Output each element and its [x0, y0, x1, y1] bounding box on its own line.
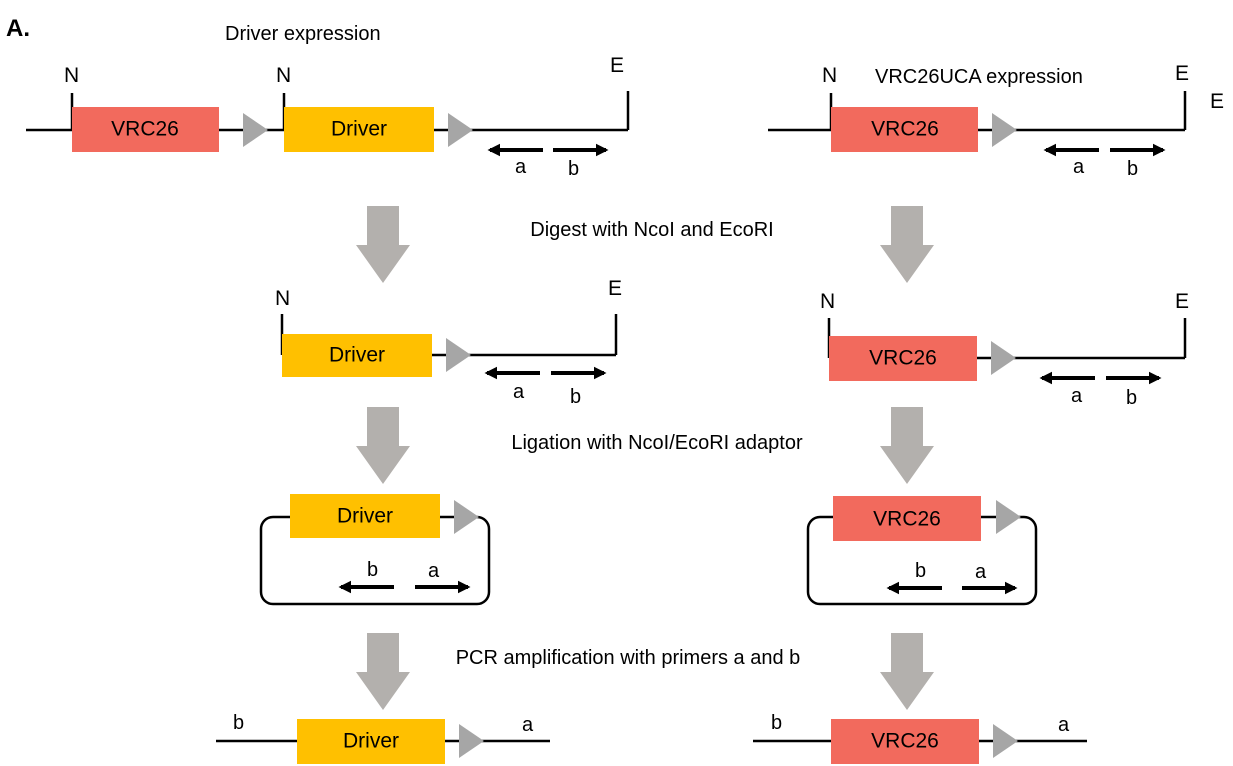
vrc26-gene-label: VRC26 — [111, 118, 179, 141]
uca-expression-title: VRC26UCA expression — [875, 66, 1083, 88]
driver-gene-box — [290, 494, 440, 538]
primer-b-label: b — [1127, 158, 1138, 180]
vrc26-gene-box — [829, 336, 977, 381]
driver-digested-fragment: N E Driver a b — [275, 277, 622, 408]
uca-digested-fragment: N E VRC26 a b — [820, 290, 1189, 409]
primer-a-label: a — [1058, 714, 1070, 736]
primer-b-label: b — [1126, 387, 1137, 409]
primer-a-label: a — [1071, 385, 1083, 407]
primer-a-label: a — [513, 381, 525, 403]
driver-expression-construct: N N E VRC26 Driver a b — [26, 54, 630, 180]
ncoi-site-label: N — [276, 64, 291, 87]
primer-a-label: a — [515, 156, 527, 178]
ncoi-site-label: N — [822, 64, 837, 87]
ecori-site-label: E — [610, 54, 624, 77]
primer-b-label: b — [367, 559, 378, 581]
promoter-triangle — [459, 724, 484, 758]
uca-expression-construct: N E E VRC26 a b — [768, 62, 1224, 180]
promoter-triangle — [448, 113, 473, 147]
ncoi-site-label: N — [275, 287, 290, 310]
flow-down-arrow — [880, 633, 934, 710]
promoter-triangle — [992, 113, 1017, 147]
ecori-site-label: E — [1175, 290, 1189, 313]
driver-gene-box — [282, 334, 432, 377]
promoter-triangle — [454, 500, 479, 534]
primer-b-label: b — [233, 712, 244, 734]
promoter-triangle — [996, 500, 1021, 534]
flow-down-arrow — [880, 206, 934, 283]
vrc26-gene-label: VRC26 — [871, 118, 939, 141]
vrc26-gene-box — [831, 719, 979, 764]
driver-gene-box — [284, 107, 434, 152]
uca-circular-construct: VRC26 b a — [806, 496, 1038, 606]
driver-gene-box — [297, 719, 445, 764]
promoter-triangle — [243, 113, 268, 147]
step-pcr-label: PCR amplification with primers a and b — [456, 647, 801, 669]
primer-a-label: a — [522, 714, 534, 736]
vrc26-gene-box — [72, 107, 219, 152]
step-digest-label: Digest with NcoI and EcoRI — [530, 219, 773, 241]
flow-down-arrow — [356, 407, 410, 484]
flow-down-arrow — [880, 407, 934, 484]
vrc26-gene-label: VRC26 — [873, 508, 941, 531]
ncoi-site-label: N — [820, 290, 835, 313]
flow-down-arrow — [356, 633, 410, 710]
uca-pcr-product: VRC26 b a — [753, 712, 1087, 764]
primer-a-label: a — [428, 560, 440, 582]
ncoi-site-label: N — [64, 64, 79, 87]
driver-gene-label: Driver — [331, 118, 387, 141]
ecori-site-label: E — [608, 277, 622, 300]
primer-b-label: b — [771, 712, 782, 734]
primer-a-label: a — [975, 561, 987, 583]
vrc26-gene-box — [831, 107, 978, 152]
driver-gene-label: Driver — [329, 344, 385, 367]
promoter-triangle — [991, 341, 1016, 375]
promoter-triangle — [993, 724, 1018, 758]
vrc26-gene-label: VRC26 — [871, 730, 939, 753]
driver-circular-construct: Driver b a — [259, 494, 491, 606]
driver-gene-label: Driver — [343, 730, 399, 753]
primer-b-label: b — [568, 158, 579, 180]
driver-gene-label: Driver — [337, 505, 393, 528]
promoter-triangle — [446, 338, 471, 372]
driver-expression-title: Driver expression — [225, 23, 381, 45]
driver-pcr-product: Driver b a — [216, 712, 550, 764]
vrc26-gene-label: VRC26 — [869, 347, 937, 370]
ecori-site-label: E — [1175, 62, 1189, 85]
flow-down-arrow — [356, 206, 410, 283]
primer-b-label: b — [915, 560, 926, 582]
vrc26-gene-box — [833, 496, 981, 541]
ecori-site-label: E — [1210, 90, 1224, 113]
primer-b-label: b — [570, 386, 581, 408]
step-ligation-label: Ligation with NcoI/EcoRI adaptor — [511, 432, 803, 454]
primer-a-label: a — [1073, 156, 1085, 178]
panel-label: A. — [6, 15, 30, 42]
